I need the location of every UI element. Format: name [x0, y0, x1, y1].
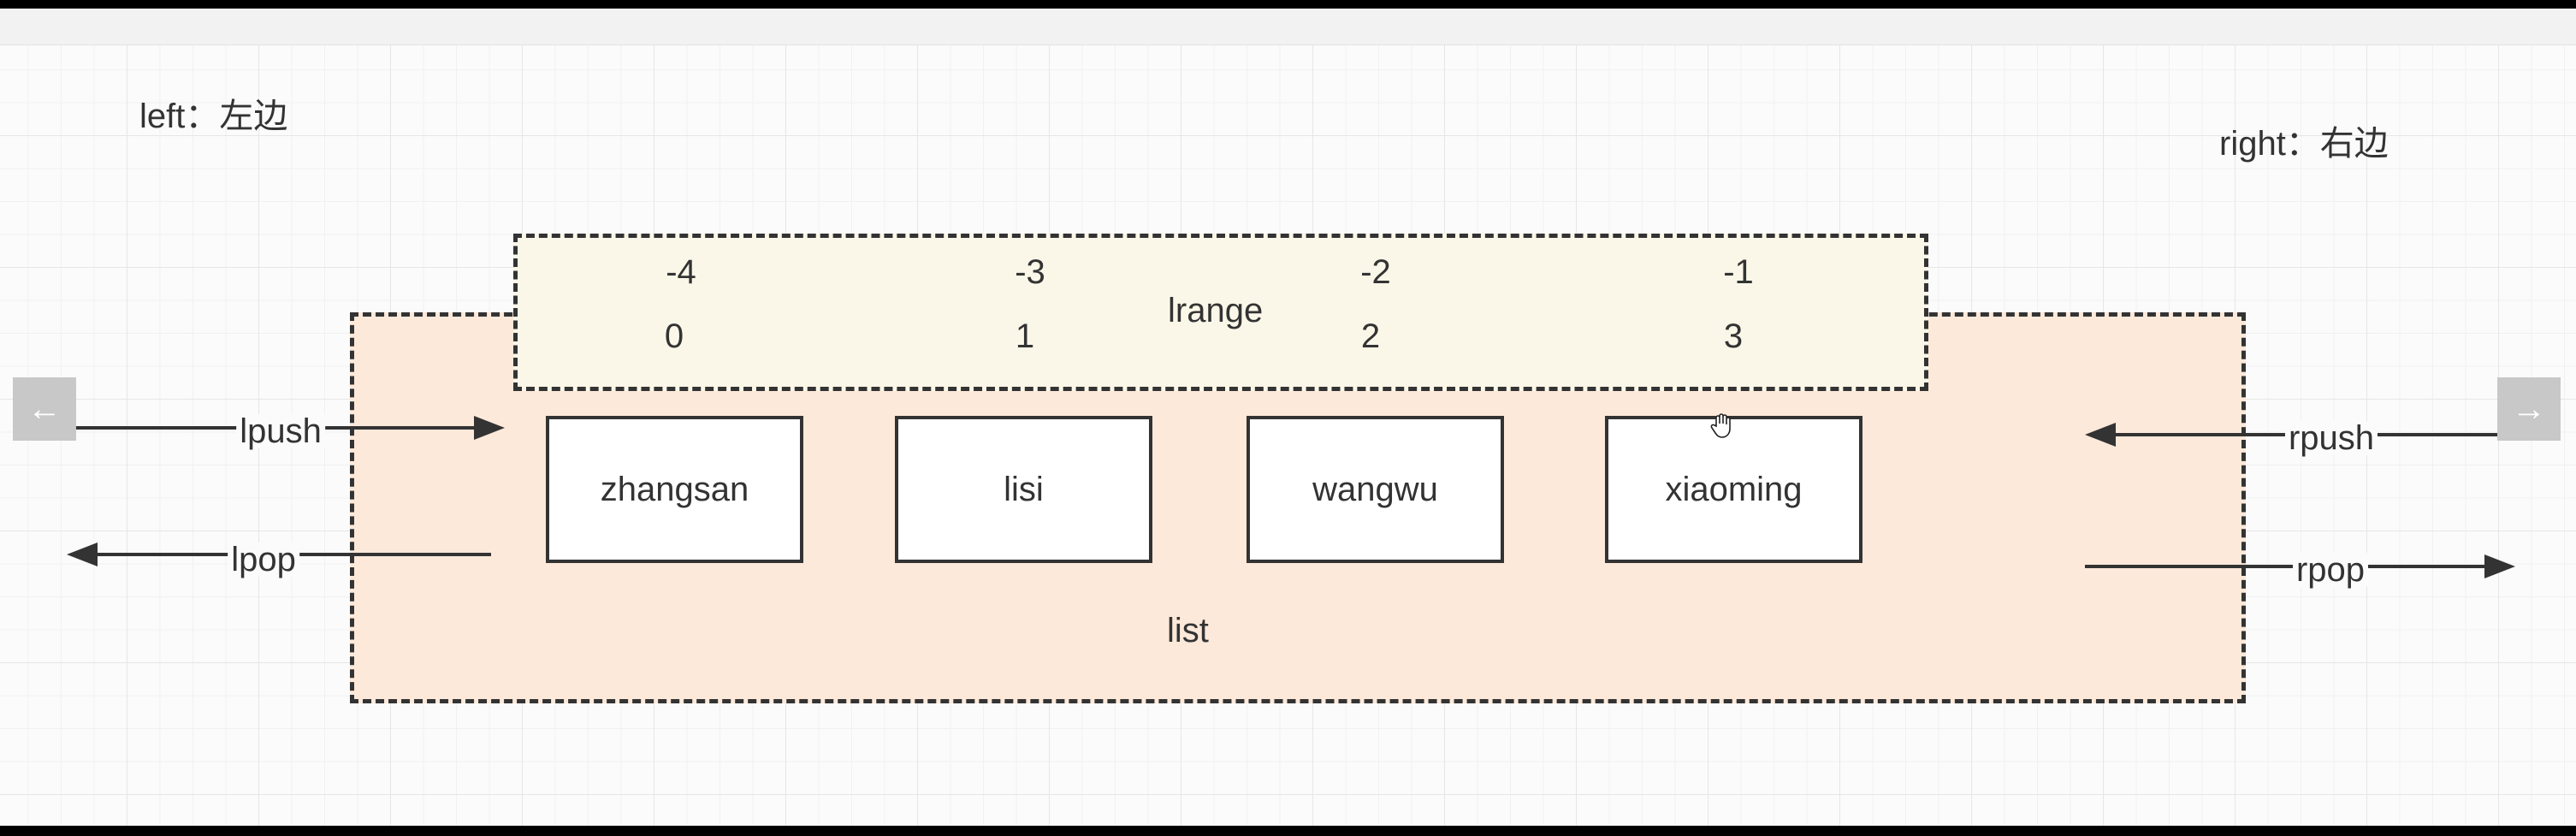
positive-index: 1: [1015, 317, 1035, 355]
list-element-text: wangwu: [1312, 470, 1438, 508]
prev-slide-button[interactable]: ←: [13, 377, 76, 441]
positive-index: 0: [664, 317, 684, 355]
list-element-text: xiaoming: [1665, 470, 1803, 508]
lpop-label: lpop: [228, 543, 299, 577]
hand-cursor-icon: [1710, 413, 1731, 438]
rpop-arrow: [2085, 554, 2515, 578]
list-element-text: zhangsan: [600, 470, 749, 508]
left-label: left：左边: [139, 98, 288, 135]
list-element-box: lisi: [895, 416, 1152, 563]
list-element-text: lisi: [1004, 470, 1044, 508]
right-label: right：右边: [2219, 125, 2389, 163]
lpush-label: lpush: [236, 414, 325, 448]
rpop-label: rpop: [2292, 553, 2369, 587]
negative-index: -1: [1723, 253, 1754, 291]
negative-index: -4: [666, 253, 696, 291]
arrow-right-icon: →: [2512, 390, 2546, 428]
list-element-box: wangwu: [1247, 416, 1504, 563]
list-element-box: zhangsan: [546, 416, 803, 563]
positive-index: 2: [1360, 317, 1381, 355]
rpush-label: rpush: [2284, 421, 2378, 455]
next-slide-button[interactable]: →: [2497, 377, 2561, 441]
lrange-label: lrange: [1168, 292, 1264, 329]
list-element-box: xiaoming: [1605, 416, 1862, 563]
lrange-container: [513, 234, 1928, 391]
top-toolbar-strip: [0, 9, 2576, 45]
negative-index: -2: [1360, 253, 1391, 291]
positive-index: 3: [1723, 317, 1744, 355]
arrow-left-icon: ←: [27, 390, 62, 428]
diagram-canvas: left：左边 right：右边 lrange list -4 -3 -2 -1…: [0, 9, 2576, 826]
arrows-layer: [67, 416, 2515, 578]
negative-index: -3: [1015, 253, 1045, 291]
list-label: list: [1167, 612, 1209, 649]
